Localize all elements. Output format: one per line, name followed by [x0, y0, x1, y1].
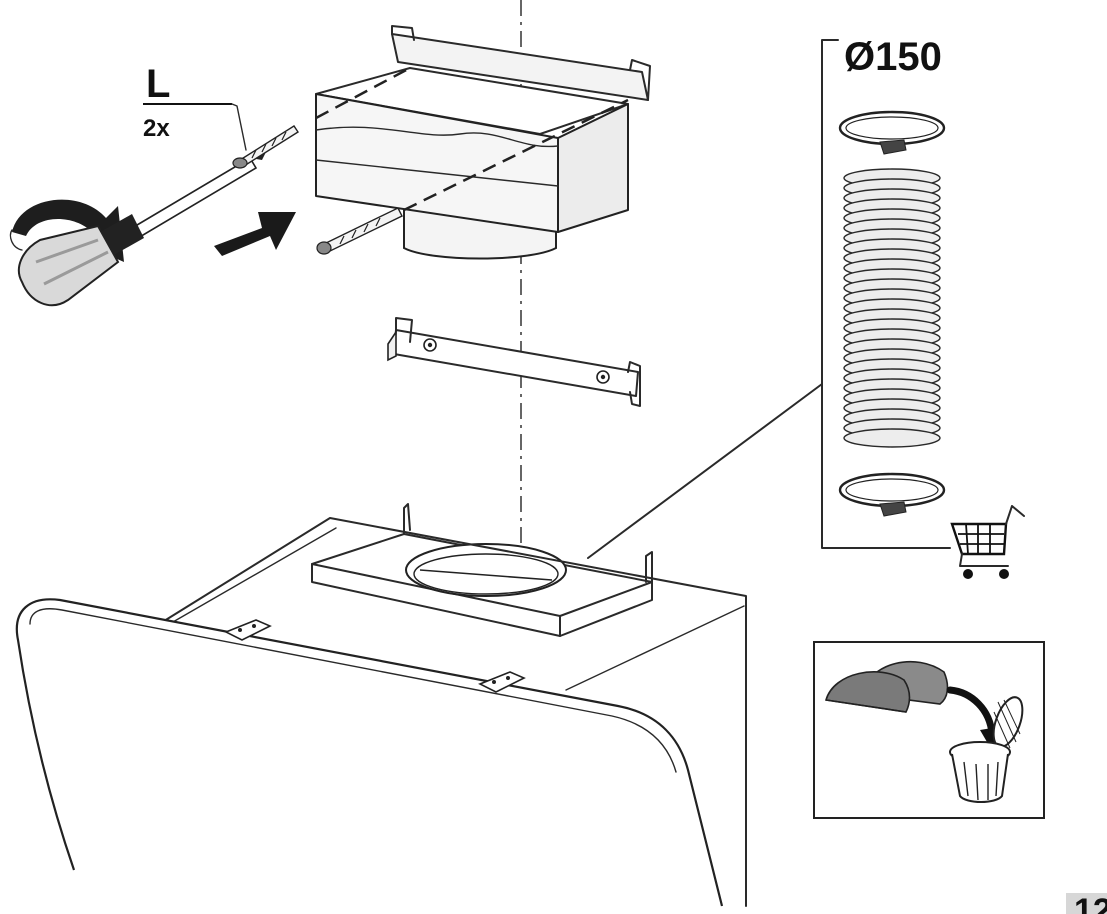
hood-body: [15, 517, 747, 907]
page-number-tab: 12: [1066, 892, 1107, 914]
push-arrow-icon: [214, 212, 296, 256]
duct-leader-line: [587, 39, 839, 559]
screw-upper: [232, 125, 299, 169]
hood-outlet-ring: [311, 503, 653, 637]
hose-clamp-lower: [838, 472, 946, 517]
damper-flap-front: [824, 671, 911, 713]
hose-clamp-upper: [838, 110, 946, 155]
duct-bracket-line: [821, 383, 951, 549]
screw-label: L 2x: [143, 62, 247, 151]
screwdriver-icon: [17, 144, 270, 307]
duct-ring: [843, 428, 941, 448]
trash-bin-icon: [949, 696, 1024, 803]
mounting-bracket: [387, 317, 641, 407]
air-outlet-adapter: [315, 25, 651, 260]
screw-label-letter: L: [146, 62, 170, 106]
screw-lower: [316, 207, 403, 255]
shopping-cart-icon: [950, 505, 1025, 579]
page-number: 12: [1074, 892, 1107, 914]
screw-label-quantity: 2x: [143, 115, 170, 142]
flexible-duct: [843, 168, 941, 448]
duct-diameter-label: Ø150: [844, 35, 942, 79]
